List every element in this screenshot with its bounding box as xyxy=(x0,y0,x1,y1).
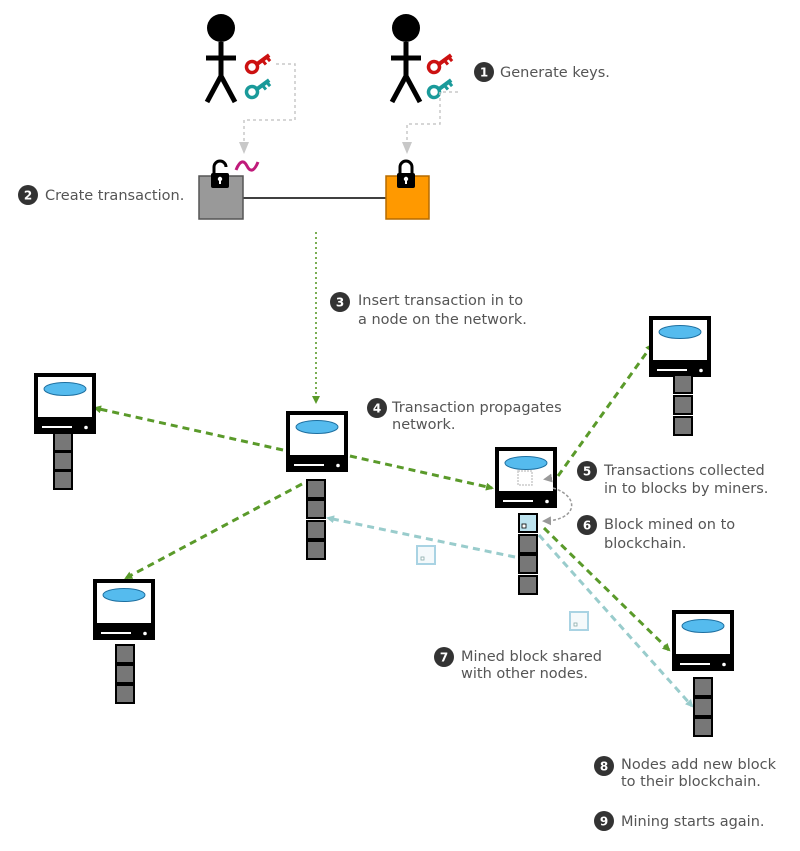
step-7-text-line-1: Mined block shared xyxy=(461,649,602,665)
block-icon xyxy=(306,499,326,519)
step-7-badge: 7 xyxy=(434,647,454,667)
block-icon xyxy=(53,432,73,452)
blockchain xyxy=(53,432,73,490)
step-2-badge: 2 xyxy=(18,185,38,205)
propagation-arrow xyxy=(93,405,284,452)
block-icon xyxy=(53,470,73,490)
svg-text:5: 5 xyxy=(583,465,591,479)
svg-text:3: 3 xyxy=(336,296,344,310)
step-4-text-line-2: network. xyxy=(392,417,456,433)
blockchain xyxy=(518,534,538,595)
blockchain xyxy=(693,677,713,737)
shared-block-arrow xyxy=(537,533,694,708)
svg-text:1: 1 xyxy=(480,66,488,80)
block-icon xyxy=(53,451,73,471)
block-icon xyxy=(673,416,693,436)
step-5-text-line-1: Transactions collected xyxy=(603,463,765,479)
block-icon xyxy=(693,677,713,697)
sender-public-key-icon xyxy=(242,78,275,101)
shared-block-icon xyxy=(416,545,436,565)
step-8-badge: 8 xyxy=(594,756,614,776)
block-icon xyxy=(115,644,135,664)
computer-node-icon xyxy=(91,579,157,642)
block-icon xyxy=(115,664,135,684)
svg-text:9: 9 xyxy=(600,815,608,829)
propagation-arrow xyxy=(542,526,671,652)
step-5-text-line-2: in to blocks by miners. xyxy=(604,481,768,497)
step-6-text-line-2: blockchain. xyxy=(604,536,686,552)
block-icon xyxy=(693,697,713,717)
shared-block-arrow xyxy=(326,515,516,559)
pending-block-icon xyxy=(517,470,533,486)
step-6-text-line-1: Block mined on to xyxy=(604,517,735,533)
step-6-badge: 6 xyxy=(577,515,597,535)
sender-person-icon xyxy=(206,14,236,102)
step-2-text: Create transaction. xyxy=(45,188,184,204)
step-8-text-line-2: to their blockchain. xyxy=(621,774,761,790)
svg-text:2: 2 xyxy=(24,189,32,203)
computer-node-icon xyxy=(284,411,350,474)
block-icon xyxy=(673,395,693,415)
unlocked-padlock-icon xyxy=(209,159,231,190)
shared-block-icon xyxy=(569,611,589,631)
step-3-badge: 3 xyxy=(330,292,350,312)
step-7-text-line-2: with other nodes. xyxy=(461,666,588,682)
step-4-badge: 4 xyxy=(367,398,387,418)
receiver-person-icon xyxy=(391,14,421,102)
block-icon xyxy=(518,534,538,554)
blockchain xyxy=(115,644,135,704)
svg-text:4: 4 xyxy=(373,402,381,416)
computer-node-icon xyxy=(670,610,736,673)
blockchain xyxy=(306,479,326,560)
block-icon xyxy=(306,479,326,499)
receiver-public-key-icon xyxy=(424,78,457,101)
computer-node-icon xyxy=(647,316,713,379)
step-9-text: Mining starts again. xyxy=(621,814,765,830)
svg-text:7: 7 xyxy=(440,651,448,665)
block-icon xyxy=(306,540,326,560)
sender-private-key-icon xyxy=(242,53,275,76)
step-3-text-line-1: Insert transaction in to xyxy=(358,293,523,309)
step-8-text-line-1: Nodes add new block xyxy=(621,757,777,773)
receiver-key-link xyxy=(402,91,458,154)
block-icon xyxy=(518,554,538,574)
step-1-text: Generate keys. xyxy=(500,65,610,81)
signature-icon xyxy=(234,160,260,172)
block-icon xyxy=(115,684,135,704)
step-3-text-line-2: a node on the network. xyxy=(358,312,527,328)
propagation-arrow xyxy=(556,343,654,477)
propagation-arrow xyxy=(349,454,494,491)
blockchain xyxy=(673,374,693,436)
step-4-text-line-1: Transaction propagates xyxy=(391,400,562,416)
propagation-arrow xyxy=(124,482,303,580)
step-5-badge: 5 xyxy=(577,461,597,481)
padlock-icon xyxy=(395,159,417,190)
new-block-icon xyxy=(518,513,538,533)
sender-key-link xyxy=(239,63,296,154)
block-icon xyxy=(518,575,538,595)
receiver-private-key-icon xyxy=(424,53,457,76)
svg-text:8: 8 xyxy=(600,760,608,774)
block-icon xyxy=(673,374,693,394)
step-9-badge: 9 xyxy=(594,811,614,831)
block-icon xyxy=(306,520,326,540)
block-icon xyxy=(693,717,713,737)
step-1-badge: 1 xyxy=(474,62,494,82)
computer-node-icon xyxy=(32,373,98,436)
mining-loop-arrow xyxy=(542,487,573,526)
svg-text:6: 6 xyxy=(583,519,591,533)
